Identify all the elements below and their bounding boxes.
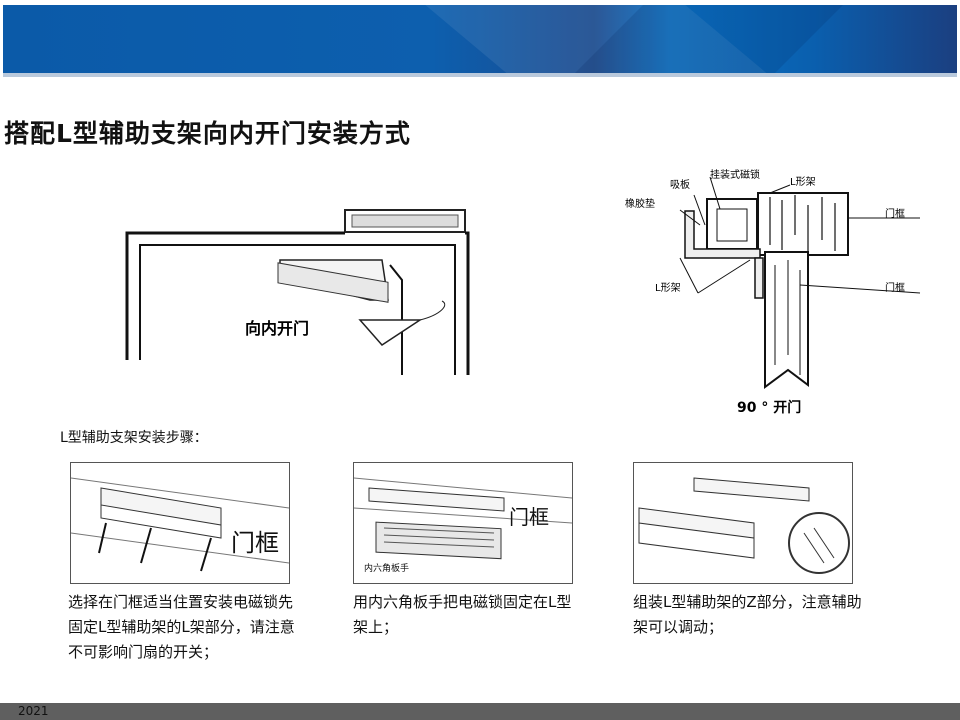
- step-1-frame-label: 门框: [231, 529, 279, 557]
- step-3-image: [633, 462, 853, 584]
- label-l-bracket-top: L形架: [790, 176, 816, 188]
- label-frame-top: 门框: [885, 207, 905, 220]
- page-title: 搭配L型辅助支架向内开门安装方式: [4, 119, 411, 148]
- inward-door-diagram: 向内开门: [125, 209, 470, 375]
- step-1-description: 选择在门框适当住置安装电磁锁先固定L型辅助架的L架部分，请注意不可影响门扇的开关…: [68, 593, 295, 661]
- label-mount-lock: 挂装式磁锁: [710, 168, 760, 181]
- banner-divider: [3, 73, 957, 77]
- step-2-image: 门框 内六角板手: [353, 462, 573, 584]
- label-armature: 吸板: [670, 178, 690, 191]
- step-1-image: 门框: [70, 462, 290, 584]
- inward-door-label: 向内开门: [245, 319, 309, 338]
- step-3-description: 组装L型辅助架的Z部分，注意辅助架可以调动；: [633, 593, 862, 636]
- footer-year: 2021: [18, 704, 49, 718]
- diagram-caption: 90 ° 开门: [737, 399, 801, 416]
- label-rubber-pad: 橡胶垫: [625, 197, 655, 210]
- label-l-bracket-bottom: L形架: [655, 282, 681, 294]
- door-section-diagram: 吸板 挂装式磁锁 L形架 橡胶垫 门框 L形架 门框 90 ° 开门: [625, 168, 921, 416]
- steps-title: L型辅助支架安装步骤：: [60, 430, 208, 446]
- header-banner: [3, 5, 957, 73]
- footer-bar: 2021: [0, 703, 960, 720]
- label-frame-bottom: 门框: [885, 281, 905, 294]
- step-2-hex-key-label: 内六角板手: [364, 564, 410, 574]
- step-2-description: 用内六角板手把电磁锁固定在L型架上；: [353, 593, 572, 636]
- step-2-frame-label: 门框: [509, 505, 549, 529]
